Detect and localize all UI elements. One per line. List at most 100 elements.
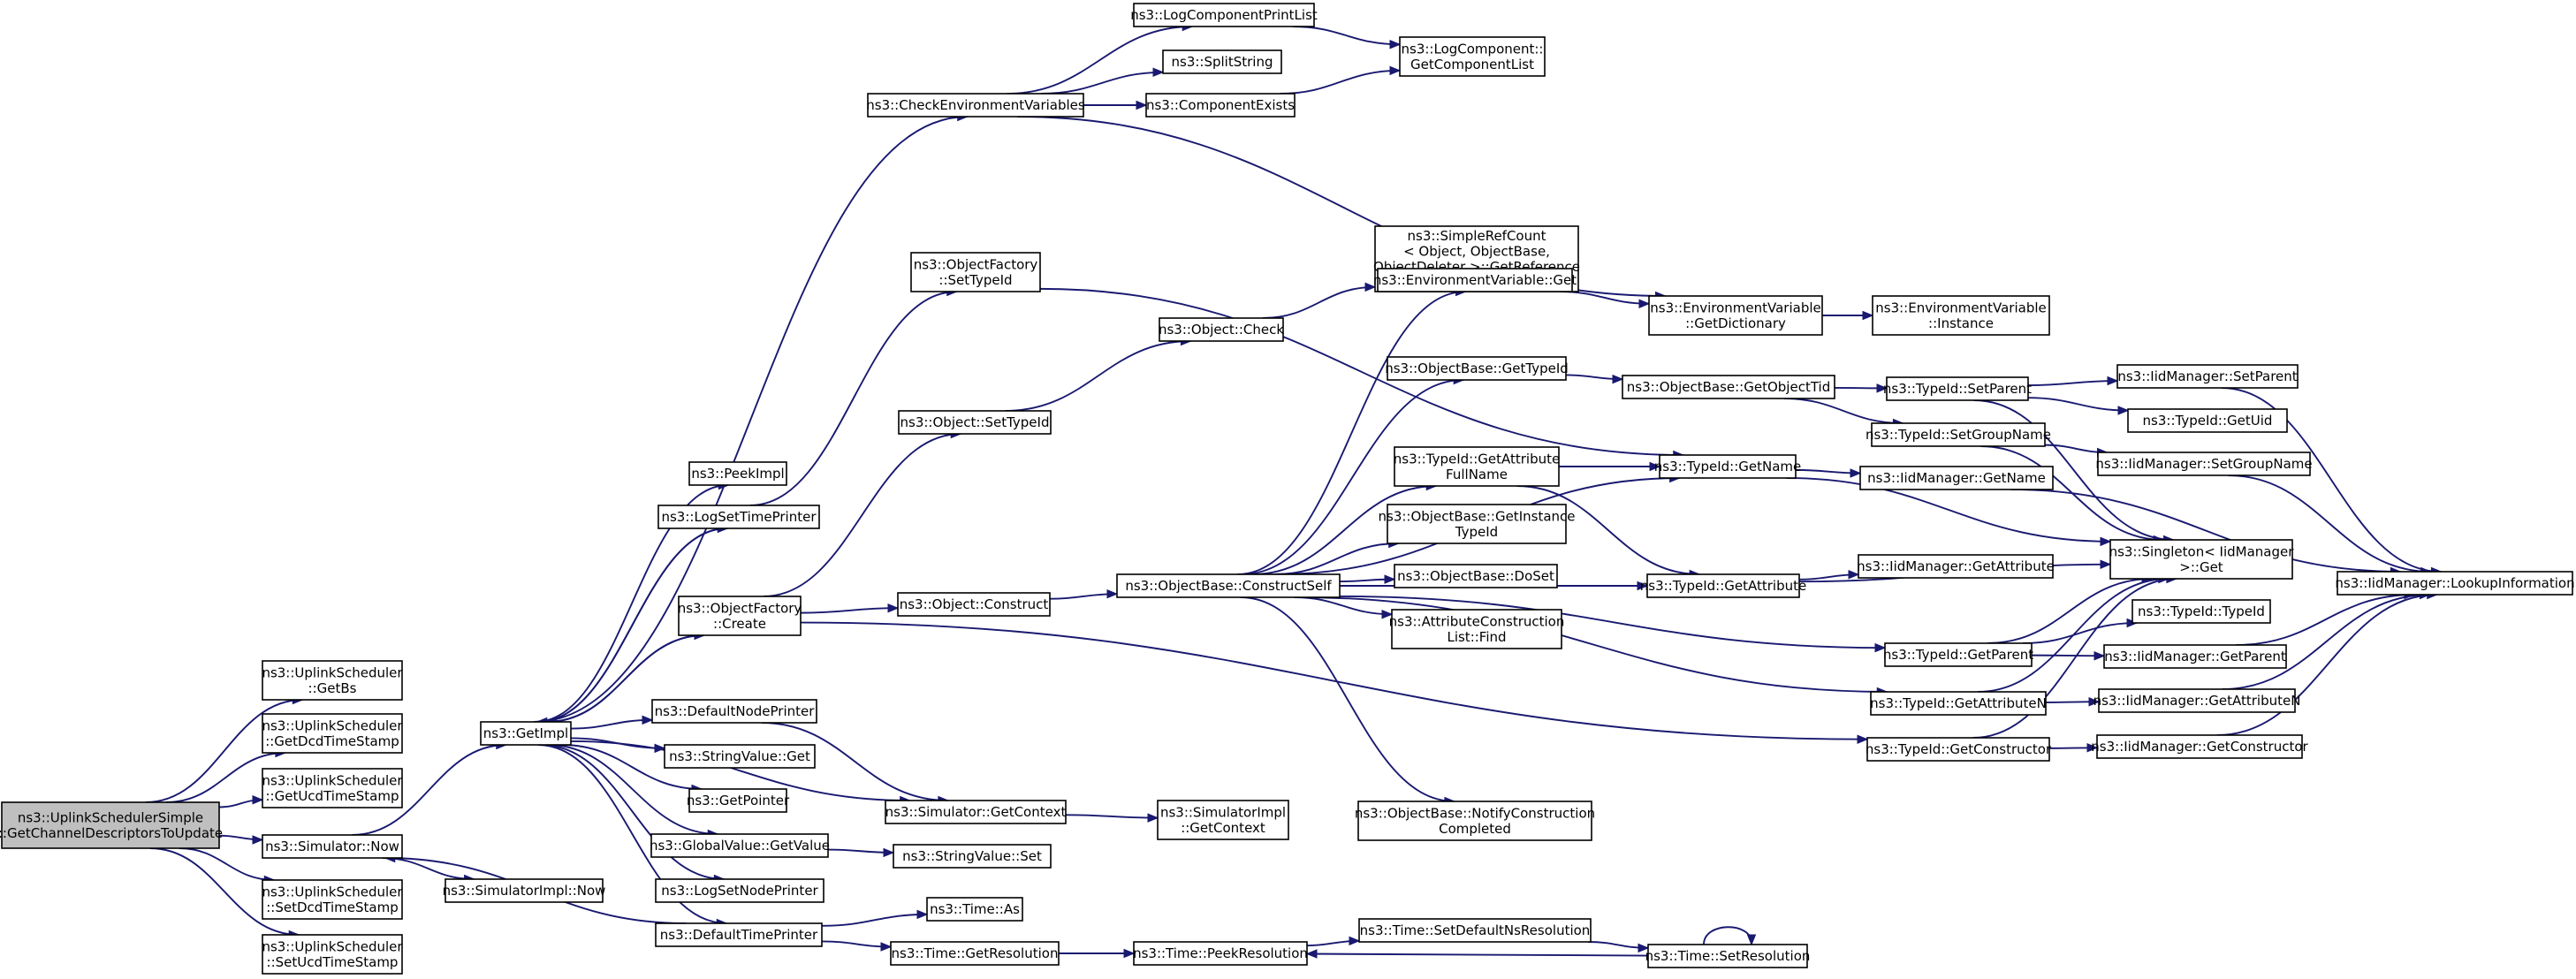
node-objsettype[interactable]: ns3::Object::SetTypeId [898,410,1052,435]
node-tidgetname[interactable]: ns3::TypeId::GetName [1654,454,1801,479]
node-label: ns3::IidManager::GetName [1867,470,2046,486]
edge-setdefres-to-settimeres [1588,941,1650,953]
node-getptr[interactable]: ns3::GetPointer [687,788,790,813]
node-peekres[interactable]: ns3::Time::PeekResolution [1133,941,1308,966]
node-simgetctx[interactable]: ns3::Simulator::GetContext [885,800,1067,824]
node-logsettime[interactable]: ns3::LogSetTimePrinter [657,505,820,529]
edge-tidgetattrfull-to-tidgetname [1559,461,1661,472]
node-label: ns3::IidManager::GetAttribute [1857,558,2055,574]
node-deftime[interactable]: ns3::DefaultTimePrinter [655,922,823,947]
edge-arrowhead [1862,310,1874,321]
node-tidsetparent[interactable]: ns3::TypeId::SetParent [1883,376,2032,401]
node-lclist[interactable]: ns3::LogComponent::GetComponentList [1399,36,1546,77]
node-simimplctx[interactable]: ns3::SimulatorImpl::GetContext [1157,800,1289,840]
node-ofcreate[interactable]: ns3::ObjectFactory::Create [678,596,802,636]
node-ofsettype[interactable]: ns3::ObjectFactory::SetTypeId [910,252,1041,292]
edge-objconstruct-to-obconstruct [1049,588,1119,600]
node-setucd[interactable]: ns3::UplinkScheduler::SetUcdTimeStamp [262,934,403,975]
node-tidsetgroup[interactable]: ns3::TypeId::SetGroupName [1866,422,2051,447]
edge-tidsetparent-to-tidgetuid [2027,397,2130,415]
node-label: ns3::LogComponent:: [1402,41,1544,57]
node-box [910,252,1041,292]
node-obnotify[interactable]: ns3::ObjectBase::NotifyConstructionCompl… [1355,801,1595,841]
node-checkenv[interactable]: ns3::CheckEnvironmentVariables [866,93,1085,118]
edge-line [1237,291,1466,575]
node-simnow[interactable]: ns3::Simulator::Now [262,834,403,859]
edge-tidgetparent-to-iidgetparent [2031,650,2106,661]
node-tidgetctor[interactable]: ns3::TypeId::GetConstructor [1866,737,2052,762]
node-compexists[interactable]: ns3::ComponentExists [1145,93,1296,118]
node-label: ns3::Simulator::GetContext [885,804,1067,820]
node-simimplnow[interactable]: ns3::SimulatorImpl::Now [443,878,606,903]
node-obdoset[interactable]: ns3::ObjectBase::DoSet [1394,564,1558,588]
node-singleton[interactable]: ns3::Singleton< IidManager >::Get [2109,539,2295,580]
edge-deftime-to-timeas [821,909,929,927]
node-iidgetctor[interactable]: ns3::IidManager::GetConstructor [2091,734,2309,759]
node-envinst[interactable]: ns3::EnvironmentVariable::Instance [1872,295,2050,336]
node-logprint[interactable]: ns3::LogComponentPrintList [1130,3,1318,27]
node-setdcd[interactable]: ns3::UplinkScheduler::SetDcdTimeStamp [262,879,403,920]
node-iidgetname[interactable]: ns3::IidManager::GetName [1859,466,2054,490]
node-iidgetparent[interactable]: ns3::IidManager::GetParent [2103,644,2287,669]
node-envget[interactable]: ns3::EnvironmentVariable::Get [1373,268,1577,292]
node-tidtypeid[interactable]: ns3::TypeId::TypeId [2131,599,2271,624]
node-iidsetgroup[interactable]: ns3::IidManager::SetGroupName [2095,452,2313,476]
node-obconstruct[interactable]: ns3::ObjectBase::ConstructSelf [1116,573,1341,598]
edge-arrowhead [1349,936,1361,946]
edge-line [1972,578,2177,739]
node-getbs[interactable]: ns3::UplinkScheduler::GetBs [262,660,403,701]
node-objcheck[interactable]: ns3::Object::Check [1159,317,1284,342]
edge-arrowhead [1848,569,1860,580]
node-peekimpl[interactable]: ns3::PeekImpl [688,461,787,486]
node-box [1859,466,2054,490]
node-setdefres[interactable]: ns3::Time::SetDefaultNsResolution [1358,918,1592,943]
edge-envget-to-envdict [1559,291,1651,308]
edge-obconstruct-to-tidgetparent [1339,595,1887,653]
node-getdcd[interactable]: ns3::UplinkScheduler::GetDcdTimeStamp [262,713,403,754]
node-label: ns3::Object::Check [1159,322,1284,338]
node-logsetnode[interactable]: ns3::LogSetNodePrinter [655,878,824,903]
node-iidgetattrn[interactable]: ns3::IidManager::GetAttributeN [2093,688,2301,713]
node-label: ns3::StringValue::Set [902,848,1042,864]
node-label: ns3::TypeId::GetAttributeN [1870,695,2047,711]
node-split[interactable]: ns3::SplitString [1162,49,1282,74]
edge-arrowhead [1389,40,1402,49]
node-strset[interactable]: ns3::StringValue::Set [893,844,1052,869]
node-getucd[interactable]: ns3::UplinkScheduler::GetUcdTimeStamp [262,768,403,808]
node-settimeres[interactable]: ns3::Time::SetResolution [1645,944,1811,968]
node-defnode[interactable]: ns3::DefaultNodePrinter [651,699,817,724]
edge-line [1280,69,1401,95]
node-obgettype[interactable]: ns3::ObjectBase::GetTypeId [1385,356,1569,381]
node-box [2109,539,2293,580]
node-iidgetattr[interactable]: ns3::IidManager::GetAttribute [1857,554,2055,579]
node-root[interactable]: ns3::UplinkSchedulerSimple::GetChannelDe… [0,801,223,849]
node-getimpl[interactable]: ns3::GetImpl [480,721,572,746]
node-gvget[interactable]: ns3::GlobalValue::GetValue [650,833,830,858]
node-label: ns3::Time::PeekResolution [1133,945,1308,961]
node-tidgetuid[interactable]: ns3::TypeId::GetUid [2127,408,2288,433]
node-label: ns3::Object::SetTypeId [900,414,1050,430]
node-box [1159,317,1284,342]
node-strget[interactable]: ns3::StringValue::Get [664,744,816,769]
node-tidgetattr[interactable]: ns3::TypeId::GetAttribute [1640,573,1806,598]
edge-line [1041,71,1164,95]
node-obgetobjtid[interactable]: ns3::ObjectBase::GetObjectTid [1622,375,1835,399]
node-envdict[interactable]: ns3::EnvironmentVariable::GetDictionary [1648,295,1823,336]
node-timeas[interactable]: ns3::Time::As [926,897,1023,922]
node-tidgetparent[interactable]: ns3::TypeId::GetParent [1883,642,2033,667]
node-timegetres[interactable]: ns3::Time::GetResolution [890,941,1060,966]
node-box [2096,734,2303,759]
edge-line [1339,595,1886,649]
node-box [657,505,820,529]
node-box [1358,918,1592,943]
edge-obconstruct-to-tidgetattrn [1299,596,1888,697]
node-box [445,878,604,903]
edge-deftime-to-timegetres [821,940,893,952]
node-iidlookup[interactable]: ns3::IidManager::LookupInformation [2335,571,2575,596]
node-objconstruct[interactable]: ns3::Object::Construct [897,592,1051,617]
node-tidgetattrn[interactable]: ns3::TypeId::GetAttributeN [1870,691,2047,716]
node-iidsetparent[interactable]: ns3::IidManager::SetParent [2116,364,2299,389]
